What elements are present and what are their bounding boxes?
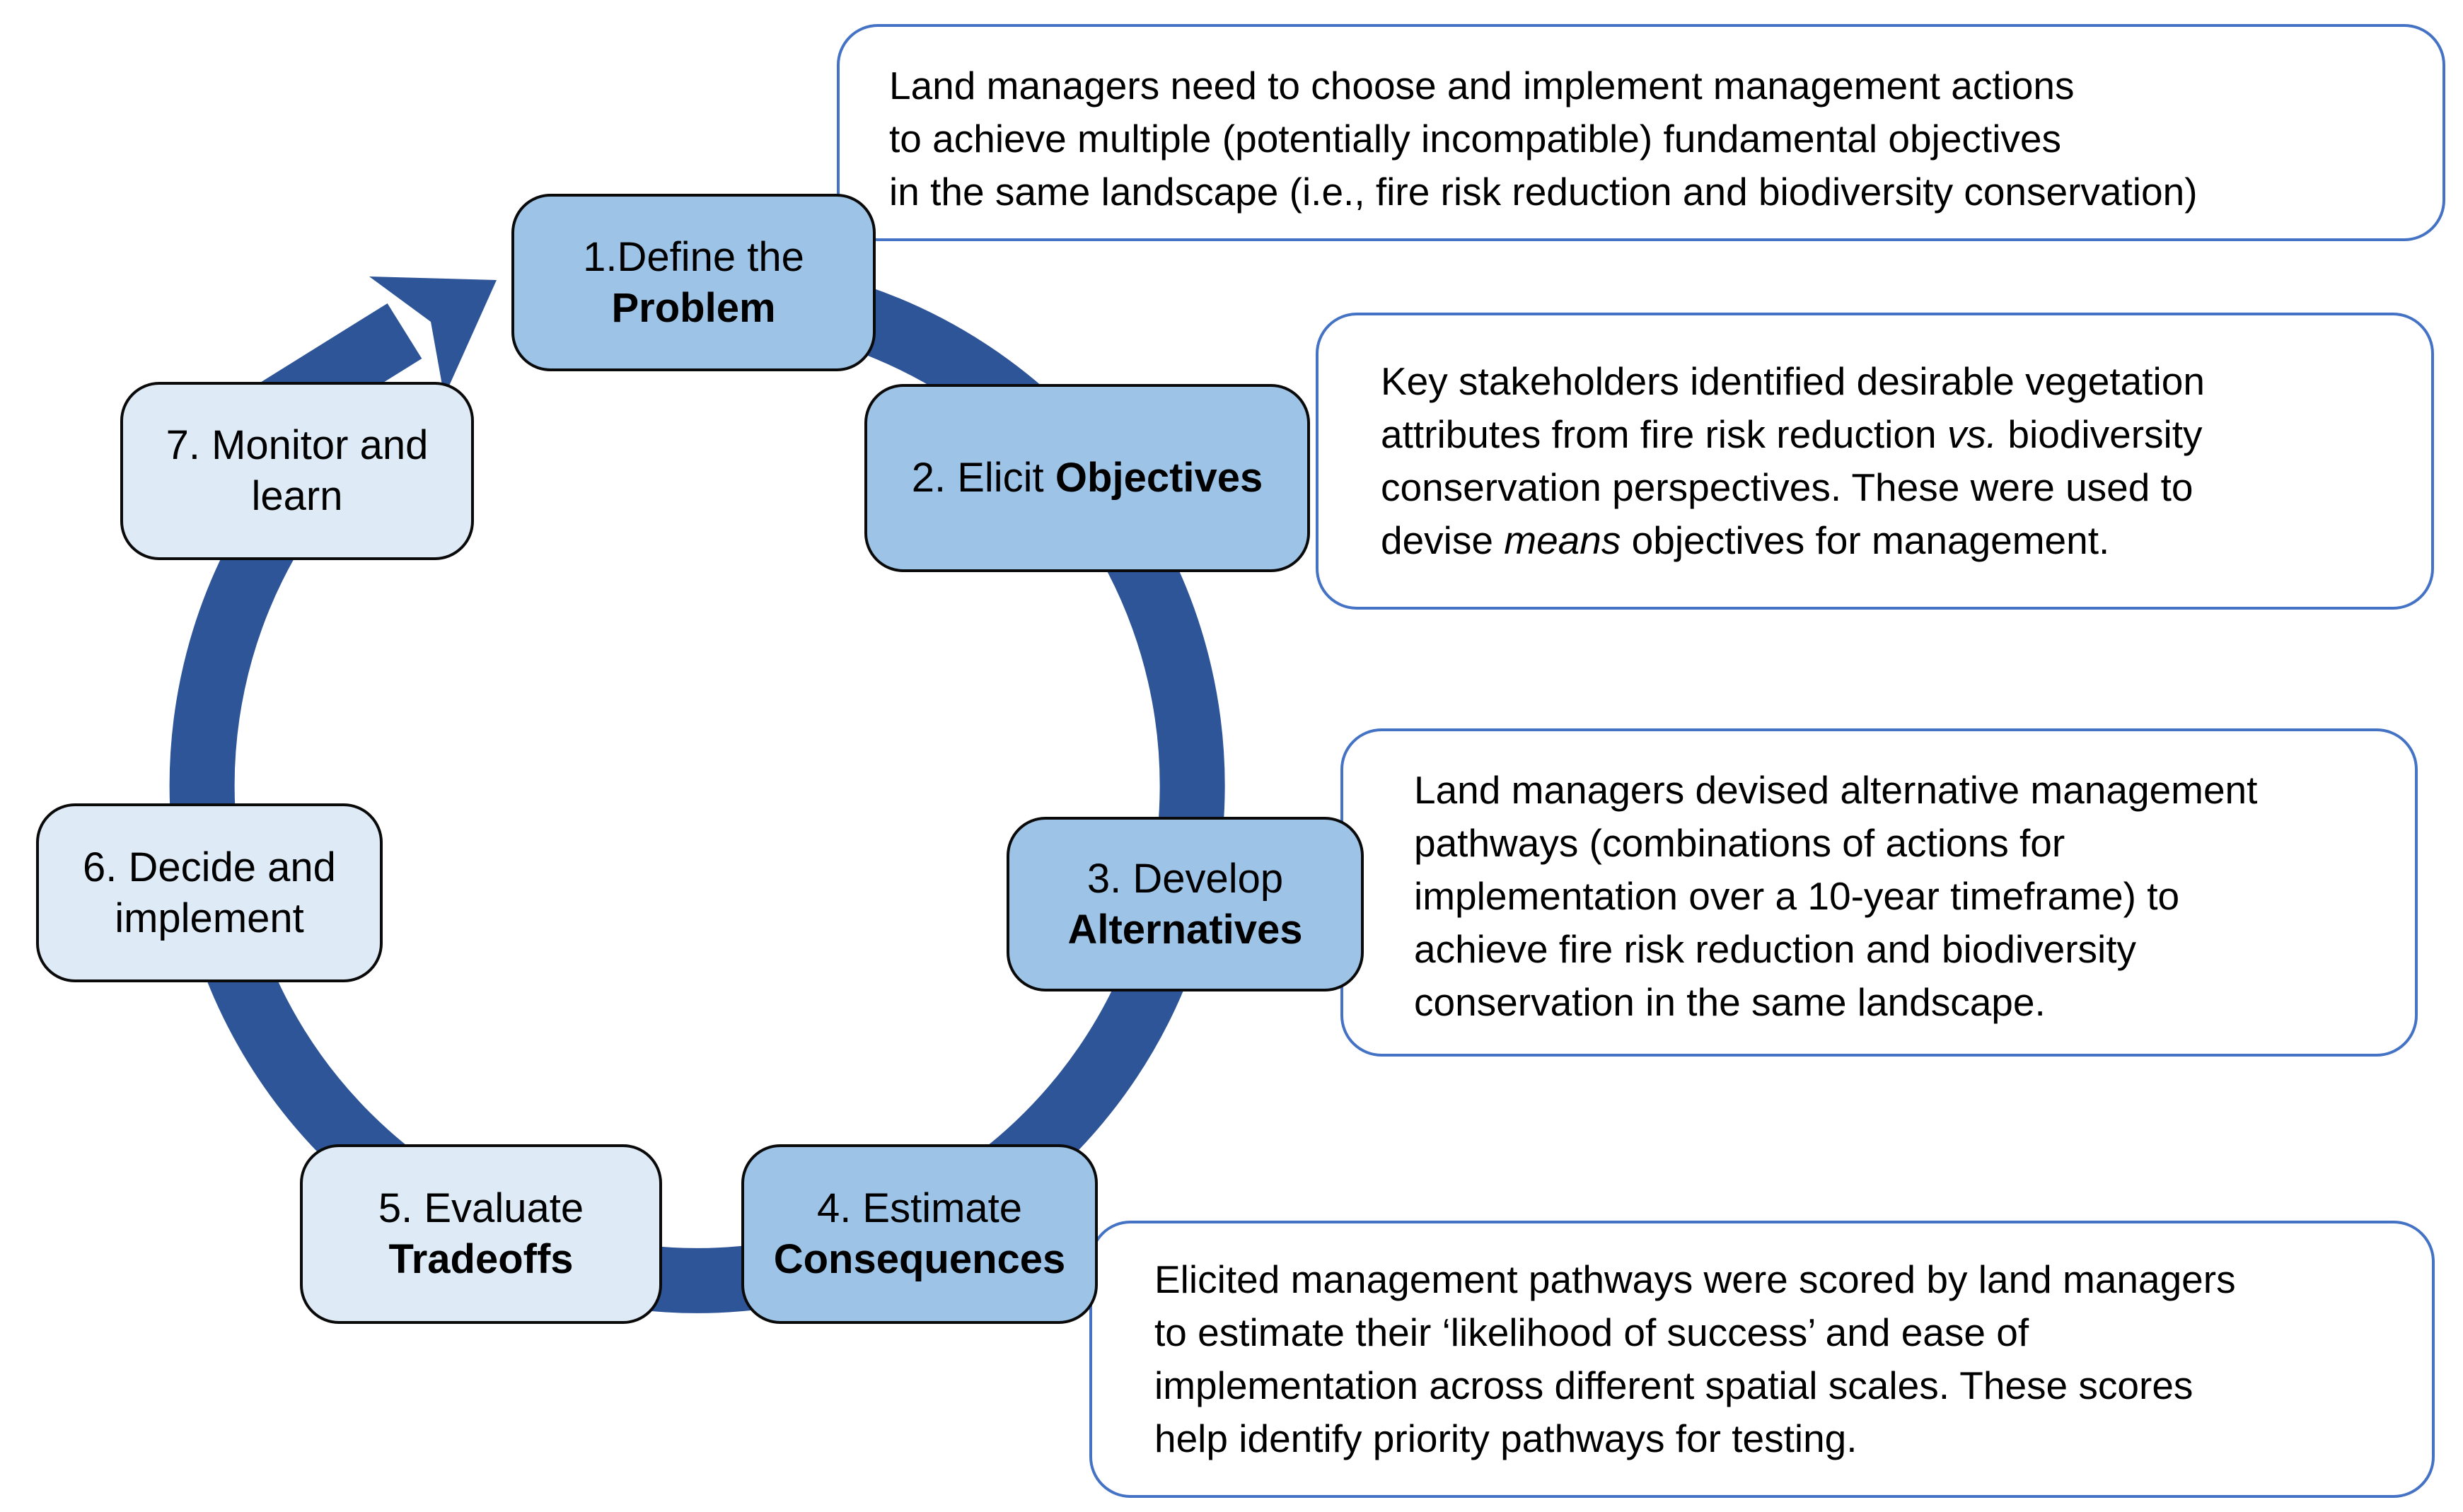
- step-box-1-define-problem: 1.Define the Problem: [511, 194, 876, 371]
- callout-text-line: Land managers devised alternative manage…: [1414, 768, 2258, 812]
- callout-problem-definition: Land managers need to choose and impleme…: [837, 24, 2445, 241]
- callout-text-line: attributes from fire risk reduction vs. …: [1381, 412, 2203, 456]
- step-label-line1: 4. Estimate: [816, 1185, 1023, 1231]
- step-label-line1: 2. Elicit: [911, 455, 1044, 501]
- callout-consequences: Elicited management pathways were scored…: [1089, 1221, 2435, 1498]
- callout-text-line: devise means objectives for management.: [1381, 518, 2110, 562]
- callout-text-line: to achieve multiple (potentially incompa…: [889, 117, 2062, 161]
- step-box-5-evaluate-tradeoffs: 5. Evaluate Tradeoffs: [300, 1144, 662, 1324]
- step-box-7-monitor-learn: 7. Monitor and learn: [120, 382, 474, 560]
- callout-text-line: pathways (combinations of actions for: [1414, 821, 2065, 865]
- step-label-line2: Alternatives: [1067, 906, 1303, 953]
- callout-text-line: conservation in the same landscape.: [1414, 980, 2046, 1024]
- callout-text-line: implementation over a 10-year timeframe)…: [1414, 874, 2180, 918]
- callout-text-line: Elicited management pathways were scored…: [1154, 1257, 2236, 1301]
- step-label-line2: Consequences: [773, 1236, 1066, 1282]
- callout-text-line: Land managers need to choose and impleme…: [889, 64, 2075, 107]
- callout-alternatives: Land managers devised alternative manage…: [1340, 728, 2418, 1057]
- arrowhead-icon: [369, 277, 497, 397]
- step-box-6-decide-implement: 6. Decide and implement: [36, 803, 383, 982]
- callout-text-line: help identify priority pathways for test…: [1154, 1417, 1858, 1460]
- callout-objectives: Key stakeholders identified desirable ve…: [1316, 313, 2434, 610]
- step-box-2-elicit-objectives: 2. Elicit Objectives: [864, 384, 1310, 572]
- callout-text-line: to estimate their ‘likelihood of success…: [1154, 1310, 2029, 1354]
- callout-text-line: conservation perspectives. These were us…: [1381, 465, 2193, 509]
- callout-text-line: implementation across different spatial …: [1154, 1363, 2193, 1407]
- step-label-line1: 7. Monitor and: [166, 422, 429, 468]
- step-label-line1: 5. Evaluate: [378, 1185, 584, 1231]
- step-label-line1: 6. Decide and: [83, 844, 336, 890]
- step-label-line1: 1.Define the: [583, 233, 804, 280]
- callout-text-line: in the same landscape (i.e., fire risk r…: [889, 170, 2198, 214]
- callout-text-line: achieve fire risk reduction and biodiver…: [1414, 927, 2137, 971]
- step-label-line2: Objectives: [1055, 455, 1263, 501]
- step-label-line2: learn: [251, 473, 343, 519]
- callout-text-line: Key stakeholders identified desirable ve…: [1381, 359, 2205, 403]
- step-label-line2: implement: [115, 895, 304, 941]
- step-box-3-develop-alternatives: 3. Develop Alternatives: [1007, 817, 1364, 991]
- step-box-4-estimate-consequences: 4. Estimate Consequences: [741, 1144, 1098, 1324]
- step-label-line1: 3. Develop: [1086, 855, 1284, 902]
- step-label-line2: Tradeoffs: [388, 1236, 574, 1282]
- step-label-line2: Problem: [611, 284, 776, 331]
